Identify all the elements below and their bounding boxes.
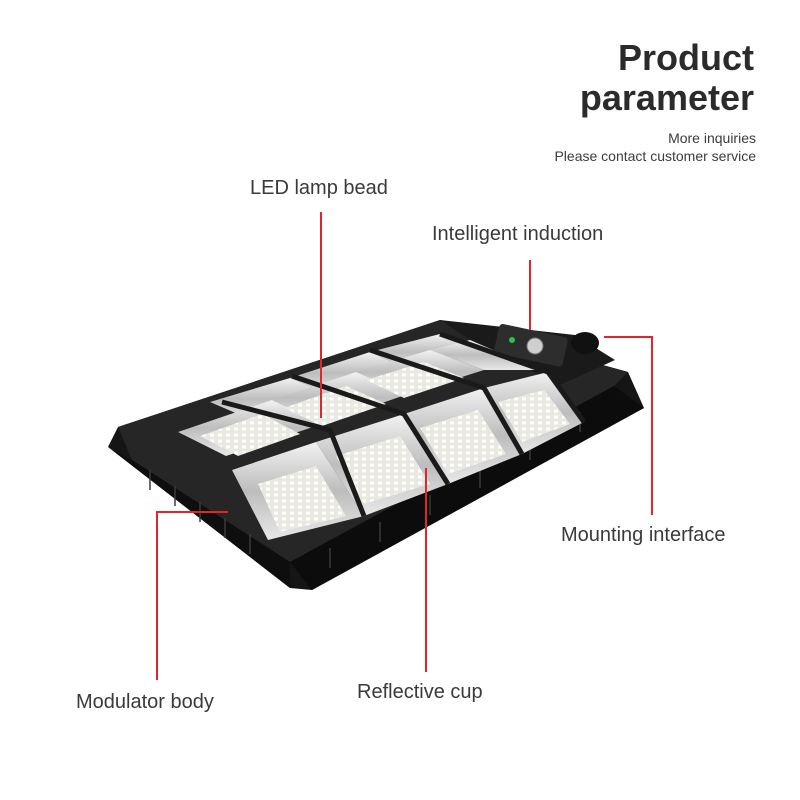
contact-note-line-1: More inquiries: [668, 130, 756, 146]
title-line-1: Product: [617, 37, 754, 78]
leader-mounting: [604, 336, 653, 515]
reflective-cups: [178, 331, 587, 540]
label-led-lamp-bead: LED lamp bead: [250, 177, 388, 199]
page-title: Product parameter: [580, 38, 754, 118]
title-line-2: parameter: [579, 77, 754, 118]
label-mounting-interface: Mounting interface: [561, 524, 726, 546]
label-reflective-cup: Reflective cup: [357, 681, 483, 703]
sensor-module: [440, 320, 615, 385]
leader-lines: [156, 212, 653, 680]
label-modulator-body: Modulator body: [76, 691, 214, 713]
label-intelligent-induction: Intelligent induction: [432, 223, 604, 245]
contact-note-line-2: Please contact customer service: [554, 148, 756, 164]
contact-note: More inquiries Please contact customer s…: [554, 129, 756, 165]
leader-modulator: [156, 511, 228, 680]
